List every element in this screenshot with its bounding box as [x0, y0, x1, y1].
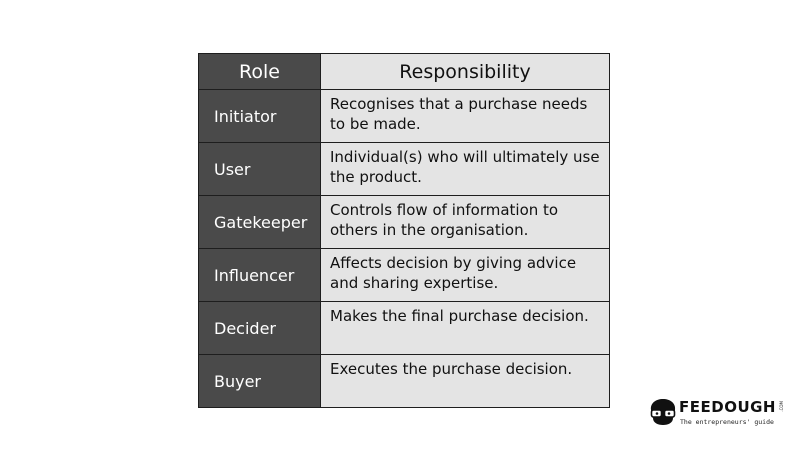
table-row: Buyer Executes the purchase decision.	[198, 354, 610, 408]
roles-table: Role Responsibility Initiator Recognises…	[198, 53, 610, 408]
header-role: Role	[198, 53, 321, 90]
table-header-row: Role Responsibility	[198, 53, 610, 90]
brand-name: FEEDOUGH	[679, 398, 776, 416]
role-cell: Decider	[198, 301, 321, 355]
feedough-logo: FEEDOUGH .COM The entrepreneurs' guide	[648, 398, 788, 430]
brand-suffix: .COM	[779, 401, 784, 412]
responsibility-cell: Recognises that a purchase needs to be m…	[320, 89, 610, 143]
brand-tagline: The entrepreneurs' guide	[680, 418, 774, 426]
role-cell: Buyer	[198, 354, 321, 408]
responsibility-cell: Controls flow of information to others i…	[320, 195, 610, 249]
table-row: User Individual(s) who will ultimately u…	[198, 142, 610, 196]
header-responsibility: Responsibility	[320, 53, 610, 90]
responsibility-cell: Executes the purchase decision.	[320, 354, 610, 408]
role-cell: User	[198, 142, 321, 196]
table-row: Initiator Recognises that a purchase nee…	[198, 89, 610, 143]
role-cell: Gatekeeper	[198, 195, 321, 249]
table-row: Decider Makes the final purchase decisio…	[198, 301, 610, 355]
table-row: Gatekeeper Controls flow of information …	[198, 195, 610, 249]
face-with-glasses-icon	[650, 399, 676, 425]
table-row: Influencer Affects decision by giving ad…	[198, 248, 610, 302]
role-cell: Initiator	[198, 89, 321, 143]
responsibility-cell: Affects decision by giving advice and sh…	[320, 248, 610, 302]
responsibility-cell: Individual(s) who will ultimately use th…	[320, 142, 610, 196]
responsibility-cell: Makes the final purchase decision.	[320, 301, 610, 355]
role-cell: Influencer	[198, 248, 321, 302]
